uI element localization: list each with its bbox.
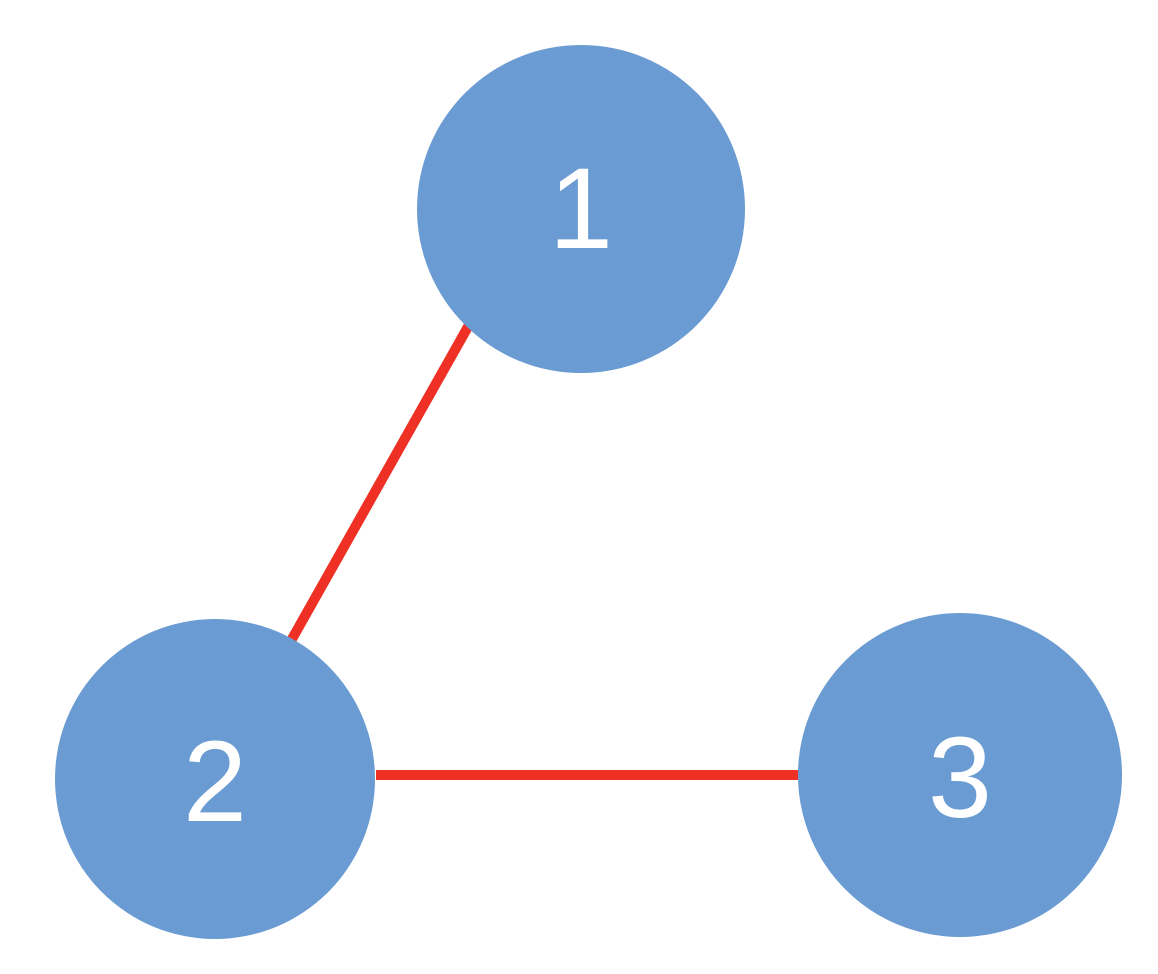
node-1-circle[interactable] (417, 45, 745, 373)
node-2-label: 2 (183, 718, 247, 846)
node-1[interactable]: 1 (417, 45, 745, 373)
node-layer: 1 2 3 (55, 45, 1122, 939)
node-1-label: 1 (549, 145, 613, 273)
edge-layer (287, 322, 799, 780)
node-2-circle[interactable] (55, 619, 375, 939)
node-3[interactable]: 3 (798, 613, 1122, 937)
node-2[interactable]: 2 (55, 619, 375, 939)
edge-1-2[interactable] (287, 322, 474, 642)
node-3-label: 3 (928, 714, 992, 842)
node-3-circle[interactable] (798, 613, 1122, 937)
